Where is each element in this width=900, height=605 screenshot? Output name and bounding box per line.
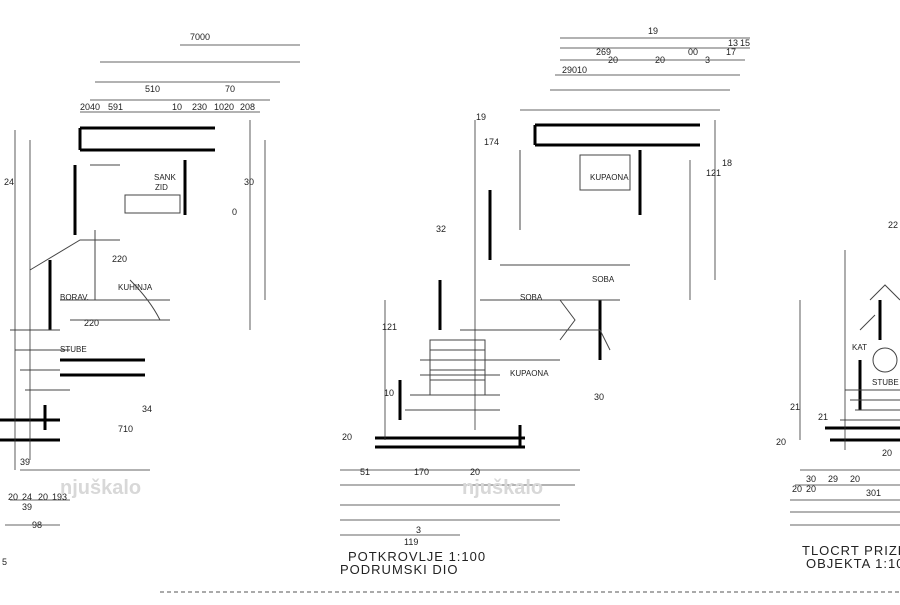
left-dim-top-total: 7000 xyxy=(190,32,210,42)
watermark-left: njuškalo xyxy=(60,477,141,499)
left-room-label-kitchen: KUHINJA xyxy=(118,283,153,292)
right-room-label-stairs: STUBE xyxy=(872,378,899,387)
left-room-label-sank: ZID xyxy=(155,183,168,192)
left-interior-lines xyxy=(10,164,181,391)
middle-dim-top-9: 20 xyxy=(655,55,665,65)
left-dim-bottom-2: 24 xyxy=(22,492,32,502)
left-dim-bottom-5: 39 xyxy=(22,502,32,512)
right-dim-bottom-4: 20 xyxy=(850,474,860,484)
middle-dim-top-10: 3 xyxy=(705,55,710,65)
left-dim-side-2: 30 xyxy=(244,177,254,187)
left-dim-6: 70 xyxy=(225,84,235,94)
middle-dim-side-6: 30 xyxy=(594,392,604,402)
right-dim-bottom-2: 30 xyxy=(806,474,816,484)
middle-dim-side-9: 20 xyxy=(342,432,352,442)
middle-walls xyxy=(375,123,700,449)
right-dimension-lines xyxy=(790,250,900,526)
middle-top-dimension-lines xyxy=(520,37,750,111)
middle-dim-top-2: 13 xyxy=(728,38,738,48)
middle-dim-side-1: 174 xyxy=(484,137,499,147)
left-room-label-living: BORAV. xyxy=(60,293,89,302)
left-top-dimension-lines xyxy=(80,44,300,113)
middle-dim-bottom-5: 3 xyxy=(416,525,421,535)
middle-dim-bottom-3: 20 xyxy=(470,467,480,477)
left-dim-side-4: 220 xyxy=(84,318,99,328)
right-interior-lines xyxy=(840,284,900,421)
middle-dim-bottom-2: 51 xyxy=(360,467,370,477)
left-dim-2: 10 xyxy=(172,102,182,112)
left-room-label-wall: SANK xyxy=(154,173,176,182)
left-room-label-stairs: STUBE xyxy=(60,345,87,354)
right-dim-side-5: 20 xyxy=(882,448,892,458)
left-dim-bottom-3: 20 xyxy=(38,492,48,502)
right-dim-bottom-6: 20 xyxy=(806,484,816,494)
middle-dim-side-4: 10 xyxy=(384,388,394,398)
left-dim-1: 591 xyxy=(108,102,123,112)
left-dim-bottom-6: 98 xyxy=(32,520,42,530)
left-dim-4: 1020 xyxy=(214,102,234,112)
middle-room-label-room-2: SOBA xyxy=(520,293,543,302)
middle-side-dimension-lines xyxy=(340,120,716,536)
left-dim-side-5: 39 xyxy=(20,457,30,467)
middle-dim-side-7: 121 xyxy=(706,168,721,178)
right-walls xyxy=(825,300,900,442)
left-dim-bottom-1: 20 xyxy=(8,492,18,502)
right-dim-bottom-5: 301 xyxy=(866,488,881,498)
right-plan-title-1: TLOCRT PRIZEMLJA xyxy=(802,543,900,558)
middle-dim-side-5: 18 xyxy=(722,158,732,168)
middle-floor-plan: 19 13 15 269 00 17 20 29010 20 3 170 51 … xyxy=(340,26,750,577)
left-dim-side-3: 220 xyxy=(112,254,127,264)
middle-dim-top-5: 00 xyxy=(688,47,698,57)
left-dim-7: 510 xyxy=(145,84,160,94)
left-side-dimension-lines xyxy=(5,120,266,526)
middle-dim-side-8: 19 xyxy=(476,112,486,122)
middle-room-label-bathroom: KUPAONA xyxy=(510,369,549,378)
right-dim-bottom-3: 29 xyxy=(828,474,838,484)
middle-dim-top-6: 17 xyxy=(726,47,736,57)
middle-dim-top-4: 269 xyxy=(596,47,611,57)
left-dim-8: 2040 xyxy=(80,102,100,112)
right-dim-bottom-1: 20 xyxy=(792,484,802,494)
middle-dim-side-3: 32 xyxy=(436,224,446,234)
middle-plan-title-1: POTKROVLJE 1:100 xyxy=(348,549,486,564)
middle-dim-top-8: 29010 xyxy=(562,65,587,75)
left-walls xyxy=(0,126,215,442)
middle-dim-top-3: 15 xyxy=(740,38,750,48)
left-dim-bottom-4: 193 xyxy=(52,492,67,502)
middle-interior-lines xyxy=(405,150,631,411)
right-dim-side-3: 21 xyxy=(818,412,828,422)
left-dim-bottom-7: 5 xyxy=(2,557,7,567)
middle-dim-bottom-4: 119 xyxy=(404,537,418,547)
right-room-label-floor: KAT xyxy=(852,343,867,352)
middle-dim-top-7: 20 xyxy=(608,55,618,65)
middle-room-label-room-1: SOBA xyxy=(592,275,615,284)
middle-room-label-bathroom-2: KUPAONA xyxy=(590,173,629,182)
middle-dim-top-1: 19 xyxy=(648,26,658,36)
right-dim-side-2: 21 xyxy=(790,402,800,412)
left-dim-side-1: 24 xyxy=(4,177,14,187)
middle-plan-title-2: PODRUMSKI DIO xyxy=(340,562,458,577)
right-dim-side-4: 20 xyxy=(776,437,786,447)
middle-dim-side-2: 121 xyxy=(382,322,397,332)
right-floor-plan: 20 30 29 20 301 20 22 21 21 20 20 STUBE … xyxy=(776,220,900,571)
left-dim-5: 208 xyxy=(240,102,255,112)
left-dim-3: 230 xyxy=(192,102,207,112)
left-dim-side-8: 0 xyxy=(232,207,237,217)
middle-dim-bottom-1: 170 xyxy=(414,467,429,477)
left-dim-side-6: 710 xyxy=(118,424,133,434)
right-plan-title-2: OBJEKTA 1:100 xyxy=(806,556,900,571)
left-dim-side-7: 34 xyxy=(142,404,152,414)
left-floor-plan: 7000 591 10 230 1020 208 70 510 2040 20 … xyxy=(0,32,300,567)
right-dim-side-1: 22 xyxy=(888,220,898,230)
watermark-middle: njuškalo xyxy=(462,477,543,499)
